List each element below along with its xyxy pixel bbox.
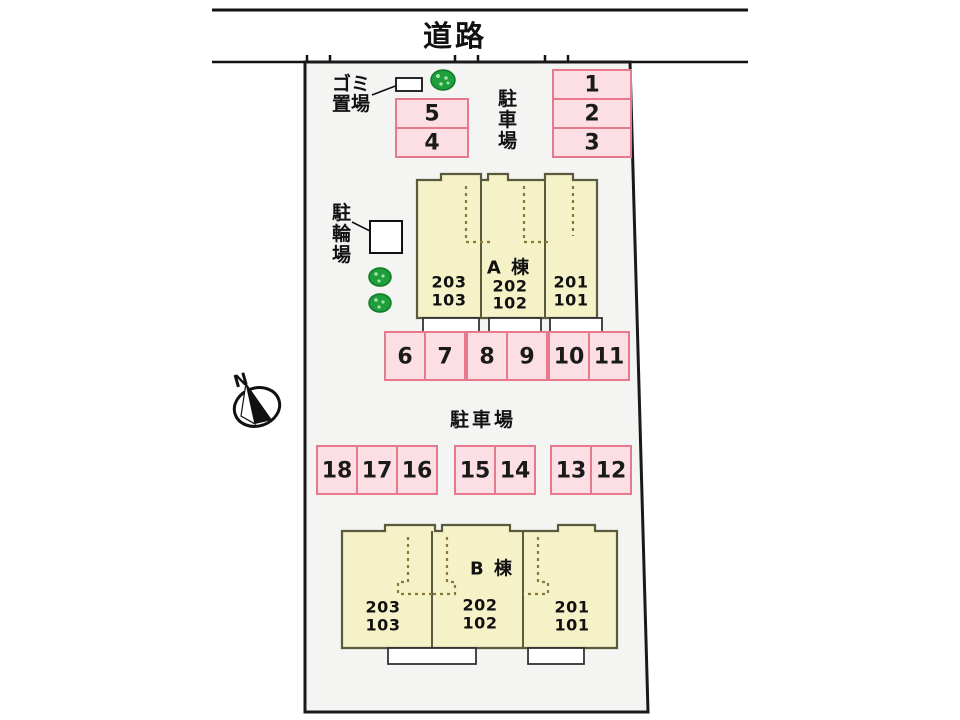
trash-area-label-line1: ゴミ: [332, 72, 370, 95]
building-a: A 棟 203 103 202 102 201 101: [415, 172, 603, 333]
building-b-unit-0-upper: 203: [366, 598, 401, 617]
parking-stall-3[interactable]: [552, 127, 632, 158]
building-b-stair-3: [523, 537, 550, 596]
building-b-unit-2-upper: 201: [555, 598, 590, 617]
building-a-unit-2-upper: 201: [554, 273, 589, 292]
building-b-porch-2: [527, 647, 585, 665]
parking-stall-10-number: 10: [554, 345, 585, 370]
parking-row-b-group-2: 15 14: [454, 445, 536, 495]
parking-stall-4[interactable]: [395, 127, 469, 158]
parking-stall-2[interactable]: [552, 98, 632, 129]
building-a-unit-1-upper: 202: [493, 277, 528, 296]
parking-stall-3-number: 3: [584, 131, 599, 156]
parking-group-top-right: 1 2 3: [552, 69, 632, 158]
parking-stall-18-number: 18: [322, 459, 353, 484]
parking-stall-6-number: 6: [397, 345, 412, 370]
parking-stall-6[interactable]: [384, 331, 426, 381]
svg-text:場: 場: [498, 130, 517, 152]
parking-stall-18[interactable]: [316, 445, 358, 495]
parking-stall-5[interactable]: [395, 98, 469, 129]
parking-stall-9-number: 9: [519, 345, 534, 370]
parking-stall-7[interactable]: [424, 331, 466, 381]
trash-area-label-line2: 置場: [332, 93, 370, 115]
parking-stall-15-number: 15: [460, 459, 491, 484]
svg-text:駐: 駐: [332, 201, 351, 224]
building-a-porch-2: [488, 317, 542, 333]
building-b-unit-1-lower: 102: [463, 614, 498, 633]
parking-stall-17-number: 17: [362, 459, 393, 484]
road-label: 道路: [423, 19, 487, 53]
parking-stall-14[interactable]: [494, 445, 536, 495]
parking-stall-9[interactable]: [506, 331, 548, 381]
compass-needle-dark: [246, 383, 272, 424]
building-a-stair-2: [522, 186, 550, 244]
tree-icon-mid-lower: [368, 293, 392, 313]
parking-stall-13[interactable]: [550, 445, 592, 495]
parking-stall-11[interactable]: [588, 331, 630, 381]
building-a-outline: [415, 172, 599, 320]
building-a-porch-3: [549, 317, 603, 333]
compass-needle-light: [240, 382, 256, 426]
bicycle-parking-label: 駐 輪 場 駐輪場: [332, 201, 352, 266]
parking-stall-12[interactable]: [590, 445, 632, 495]
trash-leader-line: [371, 84, 399, 96]
parking-row-b-group-1: 18 17 16: [316, 445, 438, 495]
parking-row-a: 6 7 8 9 10 11: [384, 331, 630, 381]
building-a-name: A 棟: [487, 257, 531, 279]
building-b-stair-2: [430, 537, 457, 596]
parking-stall-14-number: 14: [500, 459, 531, 484]
building-b-name: B 棟: [470, 558, 514, 580]
parking-stall-2-number: 2: [584, 102, 599, 127]
parking-stall-16[interactable]: [396, 445, 438, 495]
building-a-unit-1-lower: 102: [493, 294, 528, 313]
svg-text:車: 車: [498, 108, 517, 131]
compass-rose: N: [231, 369, 282, 428]
parking-stall-8[interactable]: [466, 331, 508, 381]
parking-stall-4-number: 4: [424, 131, 439, 156]
building-b-unit-2-lower: 101: [555, 616, 590, 635]
parking-stall-12-number: 12: [596, 459, 627, 484]
parking-stall-11-number: 11: [594, 345, 625, 370]
parking-label-mid: 駐車場: [450, 408, 516, 431]
building-b-outline: [340, 523, 619, 650]
parking-row-b-group-3: 13 12: [550, 445, 632, 495]
tree-icon-mid-upper: [368, 267, 392, 287]
svg-text:場: 場: [332, 244, 351, 266]
parking-stall-1-number: 1: [584, 73, 599, 98]
building-b-porch-1: [387, 647, 477, 665]
building-b-stair-1: [396, 537, 432, 596]
parking-stall-13-number: 13: [556, 459, 587, 484]
parking-group-top-left: 5 4: [395, 98, 469, 158]
svg-text:輪: 輪: [332, 222, 352, 245]
parking-stall-1[interactable]: [552, 69, 632, 100]
parking-stall-5-number: 5: [424, 102, 439, 127]
building-b-unit-0-lower: 103: [366, 616, 401, 635]
building-a-unit-2-lower: 101: [554, 291, 589, 310]
trash-enclosure-box: [395, 77, 423, 92]
parking-stall-16-number: 16: [402, 459, 433, 484]
building-a-porch-1: [422, 317, 480, 333]
building-b-unit-1-upper: 202: [463, 596, 498, 615]
bicycle-parking-box: [369, 220, 403, 254]
parking-stall-10[interactable]: [548, 331, 590, 381]
tree-icon-top: [430, 69, 456, 91]
building-a-unit-0-upper: 203: [432, 273, 467, 292]
building-a-stair-1: [464, 186, 492, 244]
parking-stall-15[interactable]: [454, 445, 496, 495]
compass-north-letter: N: [231, 369, 250, 392]
parking-stall-7-number: 7: [437, 345, 452, 370]
building-a-unit-0-lower: 103: [432, 291, 467, 310]
svg-text:駐: 駐: [498, 87, 517, 110]
parking-label-top: 駐 車 場 駐車場: [498, 87, 517, 152]
building-b: B 棟 203 103 202 102 201 101: [340, 523, 619, 665]
parking-stall-8-number: 8: [479, 345, 494, 370]
